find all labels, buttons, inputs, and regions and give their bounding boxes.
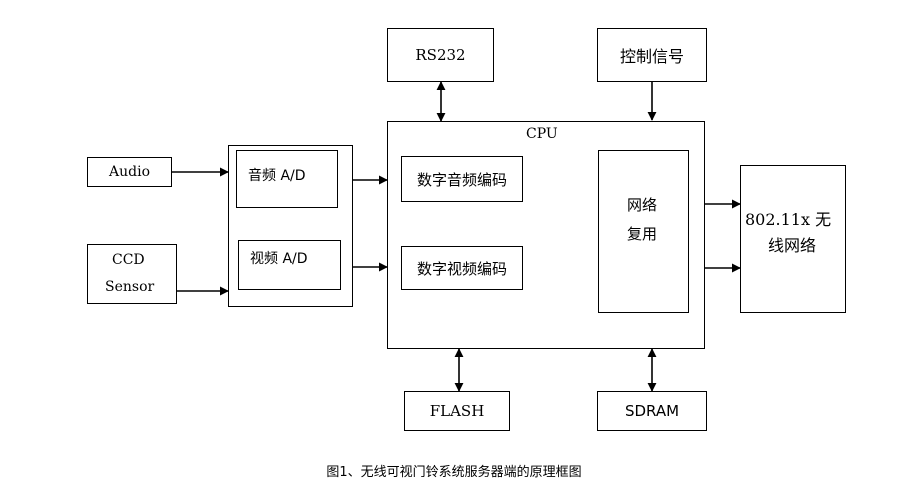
audio-label: Audio (109, 164, 150, 180)
sdram-label: SDRAM (624, 402, 680, 420)
wireless-label-line1: 802.11x 无 (745, 210, 832, 229)
sensor-label: Sensor (105, 279, 155, 295)
sdram-block: SDRAM (597, 391, 707, 431)
rs232-block: RS232 (387, 28, 494, 82)
audio-block: Audio (87, 157, 172, 187)
rs232-label: RS232 (415, 46, 466, 64)
digital-video-encode-label: 数字视频编码 (416, 259, 507, 278)
mux-label-line2: 复用 (627, 225, 658, 243)
video-ad-label: 视频 A/D (250, 251, 308, 267)
audio-ad-block: 音频 A/D (236, 150, 338, 208)
digital-audio-encode-label: 数字音频编码 (416, 170, 507, 189)
wireless-label-line2: 线网络 (768, 236, 817, 255)
control-signal-label: 控制信号 (619, 47, 684, 66)
digital-video-encode-block: 数字视频编码 (401, 246, 523, 290)
digital-audio-encode-block: 数字音频编码 (401, 156, 523, 202)
flash-block: FLASH (404, 391, 510, 431)
video-ad-block: 视频 A/D (238, 240, 341, 290)
audio-ad-label: 音频 A/D (248, 168, 306, 184)
mux-label-line1: 网络 (627, 196, 658, 214)
flash-label: FLASH (429, 402, 485, 420)
ccd-label: CCD (112, 252, 145, 268)
control-signal-block: 控制信号 (597, 28, 707, 82)
cpu-label: CPU (526, 126, 558, 142)
figure-caption: 图1、无线可视门铃系统服务器端的原理框图 (326, 465, 582, 480)
wireless-network-block: 802.11x 无 线网络 (740, 165, 846, 313)
network-mux-block: 网络 复用 (598, 150, 689, 313)
ccd-sensor-block: CCD Sensor (87, 244, 177, 304)
